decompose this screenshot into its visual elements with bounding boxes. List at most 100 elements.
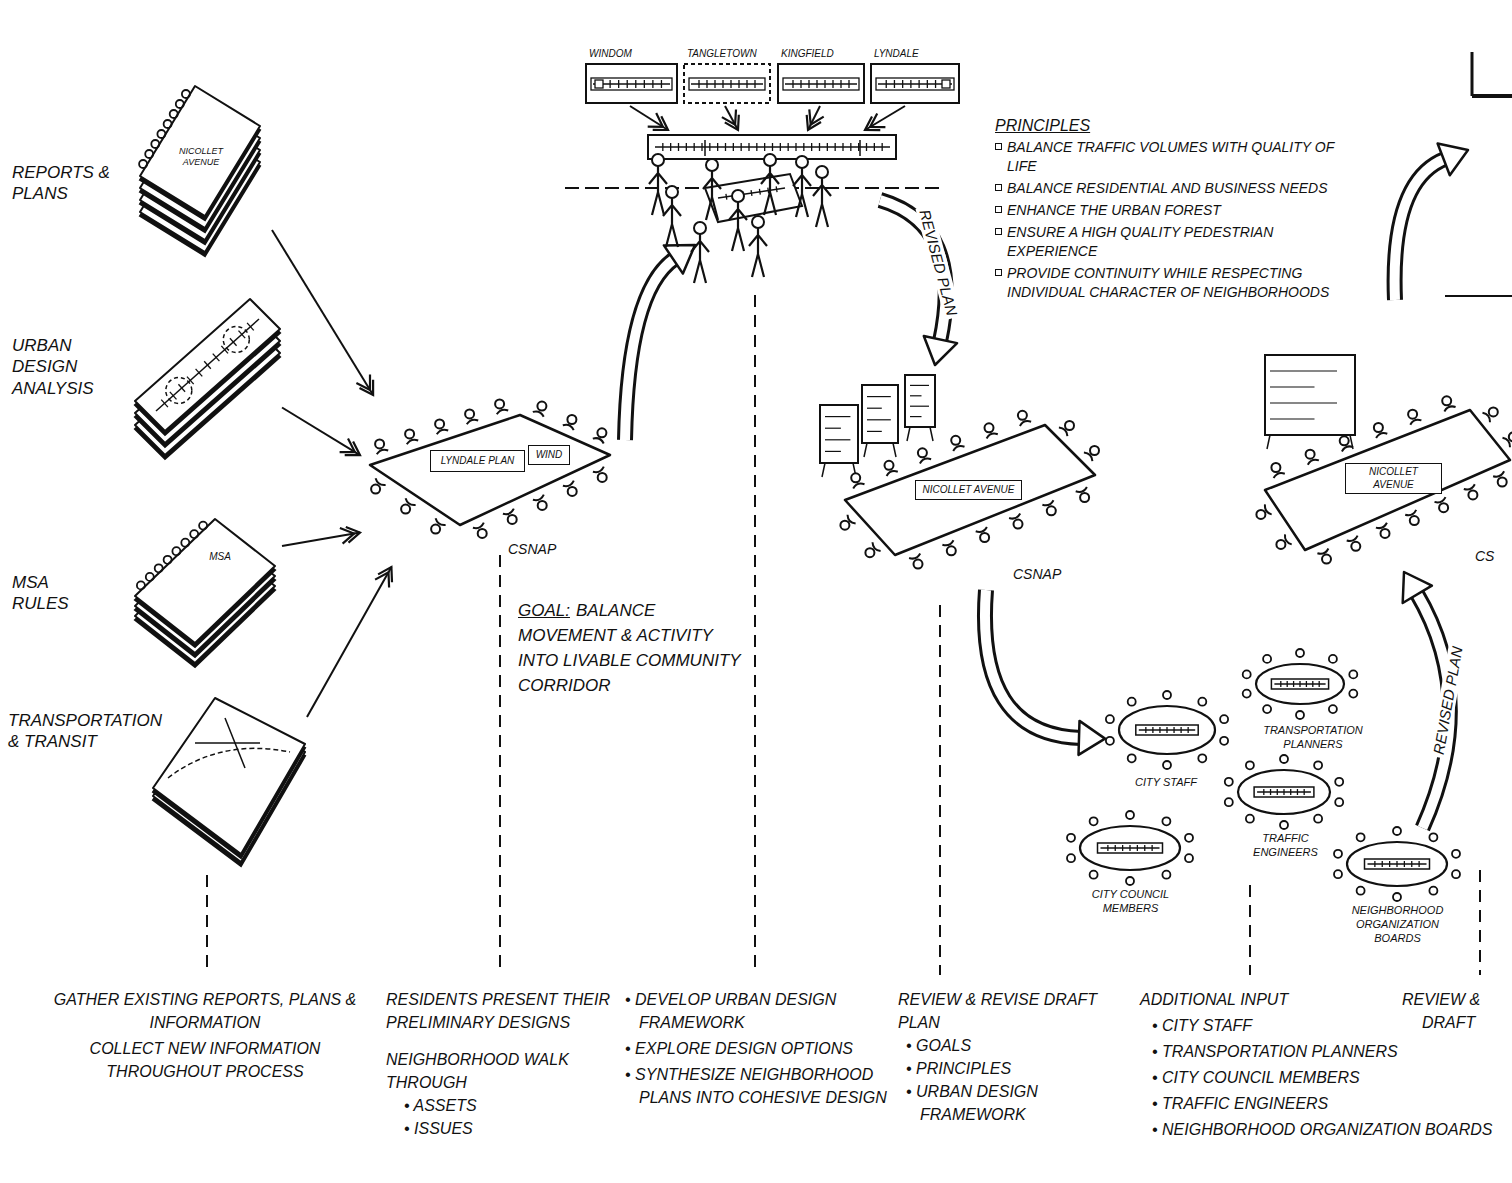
tick	[848, 80, 849, 88]
tick	[927, 80, 928, 88]
tick	[1299, 681, 1300, 687]
person-head	[652, 154, 664, 166]
participant-head	[1306, 450, 1315, 459]
participant-head	[980, 533, 989, 542]
tick	[842, 143, 843, 151]
tick	[725, 143, 726, 151]
tick	[874, 143, 875, 151]
tick-line	[691, 83, 763, 85]
participant-body	[437, 430, 448, 435]
board-scribble	[1270, 402, 1337, 403]
input-heading: URBAN DESIGN ANALYSIS	[12, 335, 112, 399]
cover-label: MSA	[198, 551, 242, 564]
input-heading: REPORTS & PLANS	[12, 162, 117, 205]
binding-ring	[146, 573, 154, 581]
connector-line	[272, 230, 373, 395]
workshop-table	[705, 174, 802, 222]
tick	[1145, 727, 1146, 733]
participant-head	[1334, 850, 1342, 858]
connector	[272, 230, 373, 395]
participant-head	[1393, 827, 1401, 835]
person-head	[706, 159, 718, 171]
tick	[1152, 727, 1153, 733]
tick	[627, 80, 628, 88]
tick	[1389, 861, 1390, 867]
tick	[741, 143, 742, 151]
meeting-label: CSNAP	[508, 541, 580, 559]
tick	[910, 80, 911, 88]
tick	[764, 143, 765, 151]
meeting-table: NICOLLET AVENUECSNAP	[815, 370, 1100, 590]
phase-dividers	[207, 188, 1480, 975]
arrow-head	[1079, 721, 1106, 755]
tick	[754, 80, 755, 88]
participant-head	[1498, 478, 1507, 487]
binding-ring	[176, 100, 184, 108]
participant-head	[478, 529, 487, 538]
tick	[1173, 727, 1174, 733]
step-note: COLLECT NEW INFORMATION THROUGHOUT PROCE…	[40, 1037, 370, 1083]
text-column: GOAL:BALANCE MOVEMENT & ACTIVITY INTO LI…	[518, 598, 748, 698]
tick	[678, 143, 679, 151]
participant-head	[1256, 510, 1265, 519]
text-column: GATHER EXISTING REPORTS, PLANS & INFORMA…	[40, 988, 370, 1083]
participant-head	[1198, 698, 1206, 706]
participant-head	[1220, 715, 1228, 723]
tick	[756, 143, 757, 151]
tick	[652, 80, 653, 88]
participant-head	[1220, 737, 1228, 745]
participant-head	[1185, 834, 1193, 842]
participant-body	[563, 481, 574, 487]
group-label: TRANSPORTATION PLANNERS	[1242, 724, 1384, 752]
tick	[1374, 861, 1375, 867]
participant-head	[918, 448, 927, 457]
arrow-head	[722, 110, 736, 125]
round-table: TRANSPORTATION PLANNERS	[1238, 652, 1388, 755]
group-label: TRAFFIC ENGINEERS	[1230, 832, 1341, 860]
plan-title: KINGFIELD	[781, 48, 861, 61]
tick	[1122, 845, 1123, 851]
tick	[1277, 789, 1278, 795]
tick	[1312, 681, 1313, 687]
participant-head	[985, 423, 994, 432]
participant-body	[1405, 510, 1416, 515]
tick	[808, 80, 809, 88]
participant-head	[914, 560, 923, 569]
easel-leg	[1267, 435, 1270, 449]
person-head	[694, 222, 706, 234]
plan-title: TANGLETOWN	[687, 48, 767, 61]
step-note: REVIEW & REVISE DRAFT PLAN	[898, 988, 1103, 1034]
tick	[178, 384, 185, 391]
participant-head	[1090, 446, 1099, 455]
tick	[1396, 861, 1397, 867]
text-column: PRINCIPLESBALANCE TRAFFIC VOLUMES WITH Q…	[995, 116, 1355, 302]
participant-head	[1080, 493, 1089, 502]
tick	[750, 190, 752, 196]
tick	[1290, 789, 1291, 795]
participant-body	[1493, 471, 1504, 476]
arrow-head	[356, 375, 370, 390]
sheet-label: NICOLLET AVENUE	[918, 484, 1019, 497]
participant-head	[1381, 529, 1390, 538]
participant-head	[1334, 870, 1342, 878]
participant-head	[1246, 815, 1254, 823]
tick	[1293, 681, 1294, 687]
participant-head	[1374, 423, 1383, 432]
neighborhood-plan: TANGLETOWN	[683, 48, 771, 104]
tick	[816, 80, 817, 88]
tick	[1304, 789, 1305, 795]
tick	[1166, 727, 1167, 733]
participant-head	[1225, 778, 1233, 786]
binding-ring	[157, 130, 165, 138]
board-scribble	[825, 428, 841, 429]
easel-leg	[864, 443, 867, 457]
tick	[686, 143, 687, 151]
easel-leg	[907, 427, 910, 441]
participant-body	[987, 433, 998, 438]
participant-head	[597, 428, 606, 437]
participant-head	[1452, 870, 1460, 878]
tick	[1287, 681, 1288, 687]
participant-head	[1128, 698, 1136, 706]
participant-head	[1067, 834, 1075, 842]
participant-body	[953, 446, 964, 451]
